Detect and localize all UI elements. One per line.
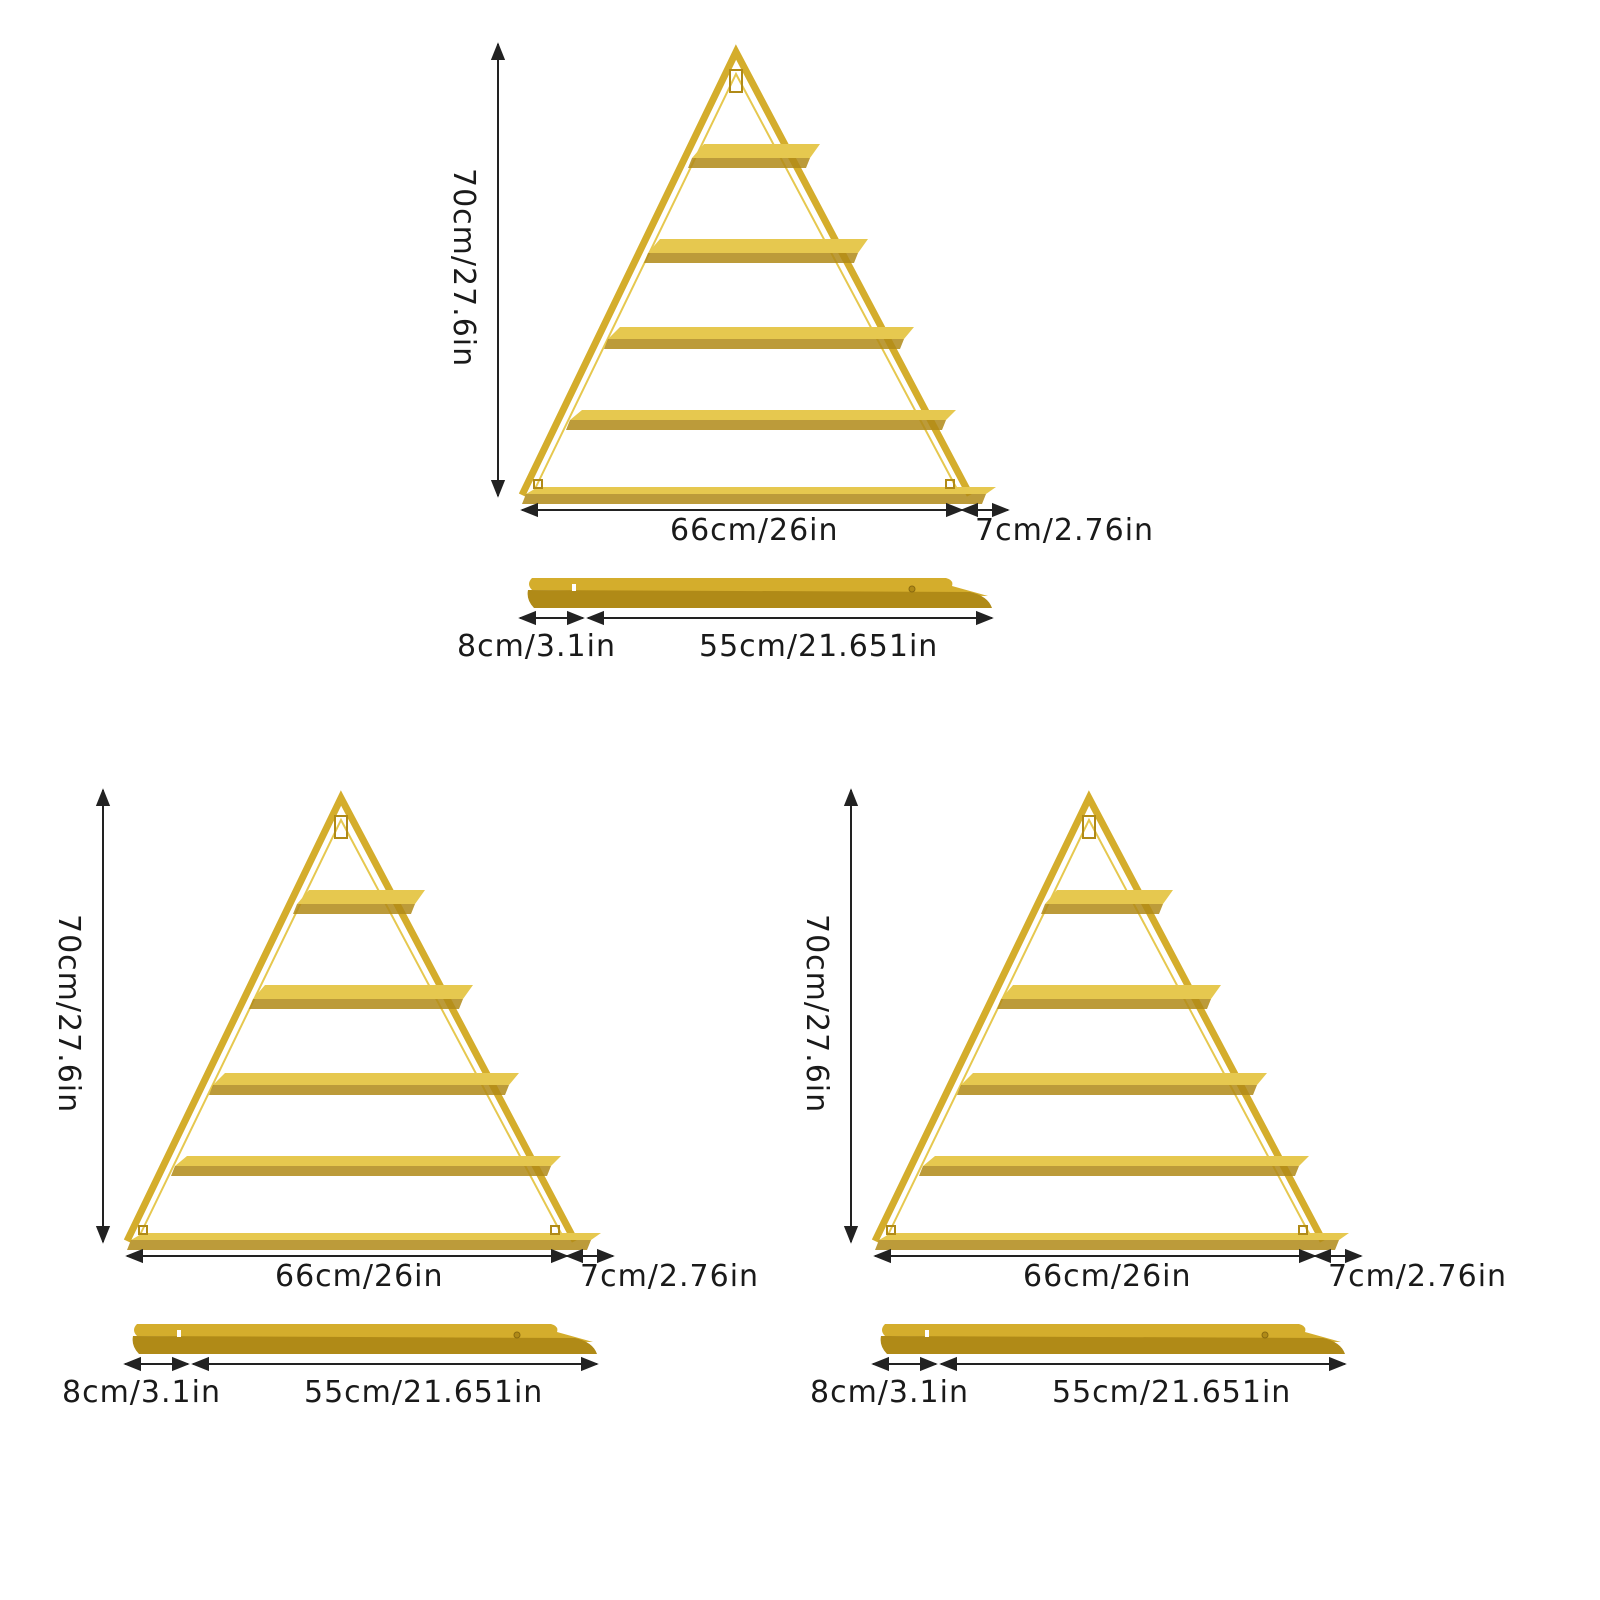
shelf-front-5 (127, 1240, 591, 1250)
shelf-top-3 (608, 327, 914, 339)
shelf-top-4 (570, 410, 956, 420)
loose-shelf-hole-left (925, 1330, 929, 1337)
base-bracket-left (533, 479, 543, 489)
shelf-front-3 (957, 1085, 1257, 1095)
loose-shelf-front (132, 1336, 597, 1354)
frame-inner (886, 817, 1312, 1238)
shelf-depth-label: 8cm/3.1in (810, 1375, 969, 1410)
frame-inner (138, 817, 564, 1238)
loose-shelf-hole-right (513, 1331, 521, 1339)
base-bracket-right (1298, 1225, 1308, 1235)
base-bracket-left (886, 1225, 896, 1235)
loose-shelf-front (880, 1336, 1345, 1354)
triangle-shelf-illustration (490, 42, 1010, 626)
loose-shelf-hole-left (177, 1330, 181, 1337)
shelf-front-5 (875, 1240, 1339, 1250)
shelf-top-2 (648, 239, 868, 253)
height-dimension-label: 70cm/27.6in (51, 914, 86, 1114)
base-bracket-left (138, 1225, 148, 1235)
shelf-length-label: 55cm/21.651in (699, 629, 939, 664)
width-dimension-label: 66cm/26in (670, 513, 839, 548)
diagram-panel-top: 70cm/27.6in 66cm/26in 7cm/2.76in 8cm/3.1… (440, 40, 1200, 680)
shelf-top-5 (526, 487, 996, 494)
shelf-top-1 (692, 144, 820, 158)
diagram-panel-bottom-right: 70cm/27.6in 66cm/26in 7cm/2.76in 8cm/3.1… (793, 786, 1553, 1426)
shelf-top-4 (175, 1156, 561, 1166)
triangle-shelf-illustration (95, 788, 615, 1372)
diagram-panel-bottom-left: 70cm/27.6in 66cm/26in 7cm/2.76in 8cm/3.1… (45, 786, 805, 1426)
shelf-front-3 (604, 339, 904, 349)
height-dimension-label: 70cm/27.6in (446, 168, 481, 368)
base-bracket-right (550, 1225, 560, 1235)
hanging-bracket (1082, 815, 1096, 839)
shelf-front-2 (997, 999, 1211, 1009)
shelf-top-1 (297, 890, 425, 904)
hanging-bracket (729, 69, 743, 93)
loose-shelf-hole-right (908, 585, 916, 593)
shelf-front-4 (171, 1166, 551, 1176)
shelf-front-5 (522, 494, 986, 504)
shelf-front-4 (566, 420, 946, 430)
shelf-top-4 (923, 1156, 1309, 1166)
shelf-top-2 (1001, 985, 1221, 999)
shelf-front-1 (1041, 904, 1163, 914)
depth-dimension-label: 7cm/2.76in (580, 1259, 760, 1294)
shelf-front-3 (209, 1085, 509, 1095)
shelf-top-3 (213, 1073, 519, 1085)
width-dimension-label: 66cm/26in (275, 1259, 444, 1294)
shelf-top-5 (879, 1233, 1349, 1240)
shelf-top-2 (253, 985, 473, 999)
loose-shelf-back (529, 578, 988, 596)
hanging-bracket (334, 815, 348, 839)
shelf-length-label: 55cm/21.651in (304, 1375, 544, 1410)
loose-shelf-back (134, 1324, 593, 1342)
shelf-front-1 (293, 904, 415, 914)
shelf-front-1 (688, 158, 810, 168)
loose-shelf-front (527, 590, 992, 608)
shelf-length-label: 55cm/21.651in (1052, 1375, 1292, 1410)
depth-dimension-label: 7cm/2.76in (1328, 1259, 1508, 1294)
base-bracket-right (945, 479, 955, 489)
shelf-depth-label: 8cm/3.1in (457, 629, 616, 664)
shelf-top-5 (131, 1233, 601, 1240)
shelf-front-2 (249, 999, 463, 1009)
height-dimension-label: 70cm/27.6in (799, 914, 834, 1114)
shelf-top-3 (961, 1073, 1267, 1085)
depth-dimension-label: 7cm/2.76in (975, 513, 1155, 548)
shelf-top-1 (1045, 890, 1173, 904)
frame-inner (533, 71, 959, 492)
loose-shelf-hole-right (1261, 1331, 1269, 1339)
loose-shelf-back (882, 1324, 1341, 1342)
shelf-depth-label: 8cm/3.1in (62, 1375, 221, 1410)
triangle-shelf-illustration (843, 788, 1363, 1372)
shelf-front-4 (919, 1166, 1299, 1176)
shelf-front-2 (644, 253, 858, 263)
width-dimension-label: 66cm/26in (1023, 1259, 1192, 1294)
loose-shelf-hole-left (572, 584, 576, 591)
